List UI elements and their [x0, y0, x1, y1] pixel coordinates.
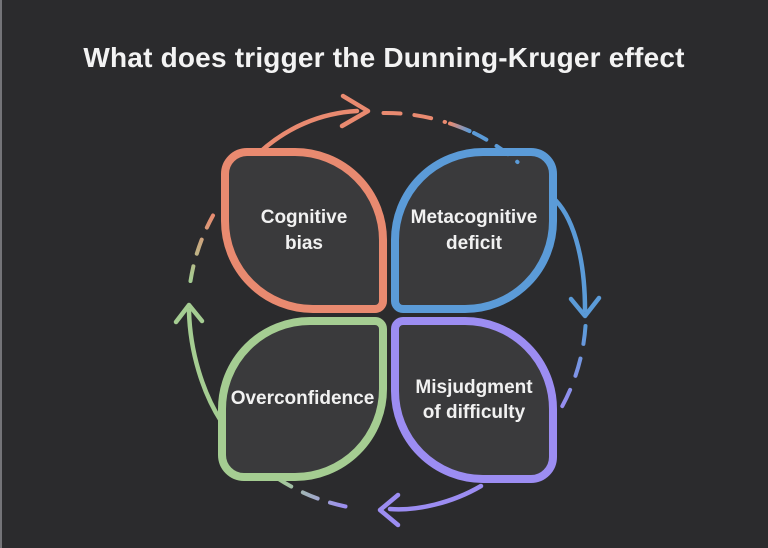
petal-cognitive-bias-label: Cognitive bias	[261, 205, 348, 255]
petal-misjudgment-of-difficulty-label: Misjudgment of difficulty	[415, 375, 532, 425]
left-edge-line	[0, 0, 2, 548]
dashed-arc-right	[557, 324, 588, 414]
arrow-left-clockwise-icon	[173, 302, 224, 424]
petal-metacognitive-deficit: Metacognitive deficit	[391, 148, 557, 313]
petal-misjudgment-of-difficulty: Misjudgment of difficulty	[391, 317, 557, 483]
label-line: Cognitive	[260, 207, 348, 229]
petal-overconfidence-label: Overconfidence	[231, 386, 375, 411]
petal-cognitive-bias: Cognitive bias	[221, 148, 387, 313]
label-line: Metacognitive	[410, 207, 538, 229]
label-line: deficit	[446, 232, 502, 254]
arrow-right-clockwise-icon	[549, 194, 602, 319]
arrow-top-clockwise-icon	[256, 93, 371, 156]
label-line: of difficulty	[422, 402, 526, 423]
dashed-arc-left	[188, 213, 215, 283]
dashed-arc-bottom	[276, 477, 348, 509]
dashed-arc-top-coral	[381, 110, 447, 124]
label-line: Misjudgment	[415, 376, 533, 398]
label-line: bias	[284, 232, 324, 254]
dashed-arc-top-transition	[448, 121, 472, 133]
petal-overconfidence: Overconfidence	[218, 317, 387, 481]
arrow-bottom-clockwise-icon	[377, 483, 484, 528]
petal-metacognitive-deficit-label: Metacognitive deficit	[411, 205, 538, 255]
page-title: What does trigger the Dunning-Kruger eff…	[83, 42, 685, 73]
label-line: Overconfidence	[230, 388, 375, 410]
